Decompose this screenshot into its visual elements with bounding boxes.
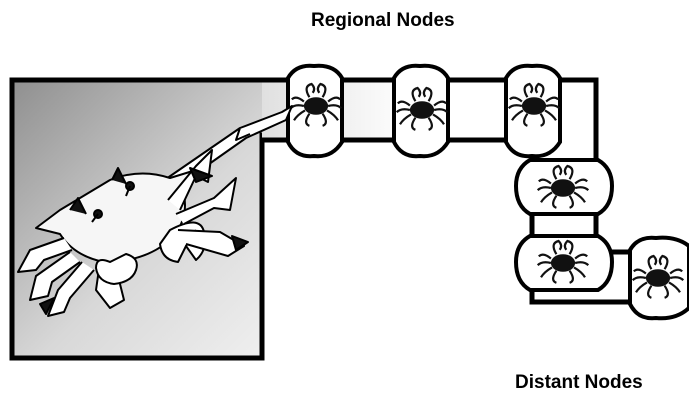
distant-node-3 <box>628 235 689 321</box>
distant-node-2 <box>513 234 615 292</box>
regional-node-1 <box>286 63 344 159</box>
regional-node-2 <box>392 63 450 159</box>
distant-nodes-label: Distant Nodes <box>515 372 643 393</box>
regional-nodes-label: Regional Nodes <box>311 10 455 31</box>
distant-node-1 <box>513 158 615 216</box>
regional-node-3 <box>504 63 562 159</box>
blue-crab-icon <box>17 105 293 317</box>
